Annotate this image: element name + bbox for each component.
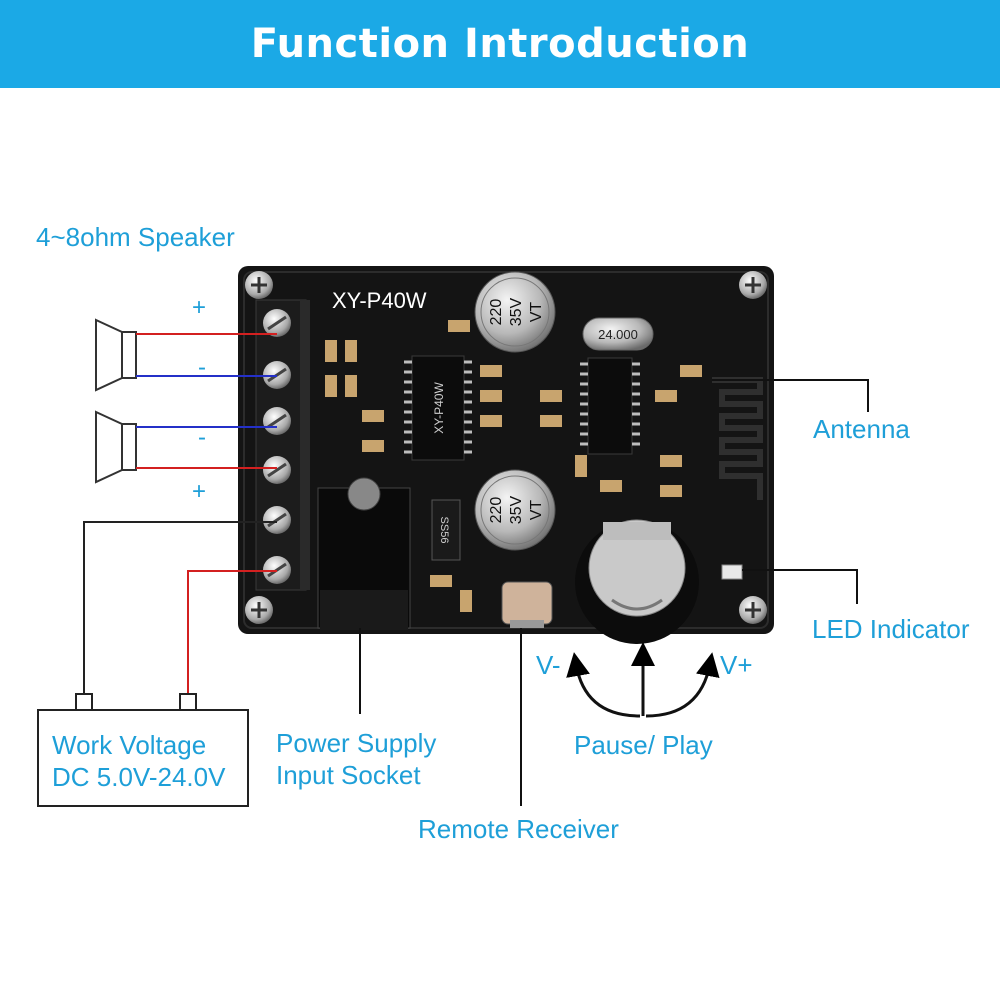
speaker-icon: [95, 318, 137, 392]
antenna-leader: [712, 379, 869, 412]
dc-power-jack: [317, 477, 411, 630]
speaker-icon: [95, 410, 137, 484]
volume-knob: [575, 519, 699, 644]
antenna-trace: [712, 377, 763, 500]
crystal-label: 24.000: [598, 327, 638, 342]
minus-sign-bottom: -: [198, 424, 206, 451]
capacitor-voltage: 35V: [508, 495, 525, 524]
amplifier-chip: XY-P40W: [404, 355, 472, 461]
minus-sign-top: -: [198, 354, 206, 381]
volume-up-label: V+: [720, 650, 753, 680]
diode-label: SS56: [438, 517, 450, 544]
power-wire-positive: [187, 570, 277, 698]
screw-icon: [739, 596, 767, 624]
plus-sign-bottom: +: [192, 478, 207, 505]
volume-down-arrow: [566, 652, 641, 718]
remote-receiver-label: Remote Receiver: [418, 814, 619, 844]
crystal-oscillator: 24.000: [582, 317, 654, 351]
work-voltage-label: Work Voltage: [52, 730, 207, 760]
capacitor-bottom: 220 35V VT: [474, 469, 556, 551]
bluetooth-chip: [580, 357, 640, 455]
volume-up-arrow: [645, 652, 720, 718]
led-indicator-label: LED Indicator: [812, 614, 970, 644]
terminal-screw-icon: [263, 506, 291, 534]
led-indicator: [721, 564, 743, 580]
smd-components: [325, 320, 702, 612]
capacitor-series: VT: [528, 302, 545, 323]
pause-play-label: Pause/ Play: [574, 730, 713, 760]
volume-down-label: V-: [536, 650, 561, 680]
antenna-label: Antenna: [813, 414, 910, 444]
capacitor-value: 220: [488, 299, 505, 326]
page-title: Function Introduction: [250, 21, 750, 67]
speaker-label: 4~8ohm Speaker: [36, 222, 235, 252]
terminal-block: [255, 299, 310, 591]
terminal-screw-icon: [263, 456, 291, 484]
power-source-box: [37, 693, 249, 807]
mounting-screws: [245, 271, 767, 624]
screw-icon: [739, 271, 767, 299]
capacitor-series: VT: [528, 500, 545, 521]
work-voltage-range: DC 5.0V-24.0V: [52, 762, 226, 792]
led-leader: [742, 569, 858, 604]
terminal-screw-icon: [263, 407, 291, 435]
capacitor-voltage: 35V: [508, 297, 525, 326]
plus-sign-top: +: [192, 294, 207, 321]
ir-receiver: [501, 581, 553, 628]
header-bar: Function Introduction: [0, 0, 1000, 88]
power-wire-negative: [83, 521, 277, 698]
diode: SS56: [431, 499, 461, 561]
screw-icon: [245, 596, 273, 624]
capacitor-value: 220: [488, 497, 505, 524]
terminal-screw-icon: [263, 309, 291, 337]
chip-label: XY-P40W: [432, 382, 446, 434]
board-model-text: XY-P40W: [332, 288, 427, 313]
power-supply-label: Power Supply: [276, 728, 437, 758]
capacitor-top: 220 35V VT: [474, 271, 556, 353]
screw-icon: [245, 271, 273, 299]
input-socket-label: Input Socket: [276, 760, 421, 790]
